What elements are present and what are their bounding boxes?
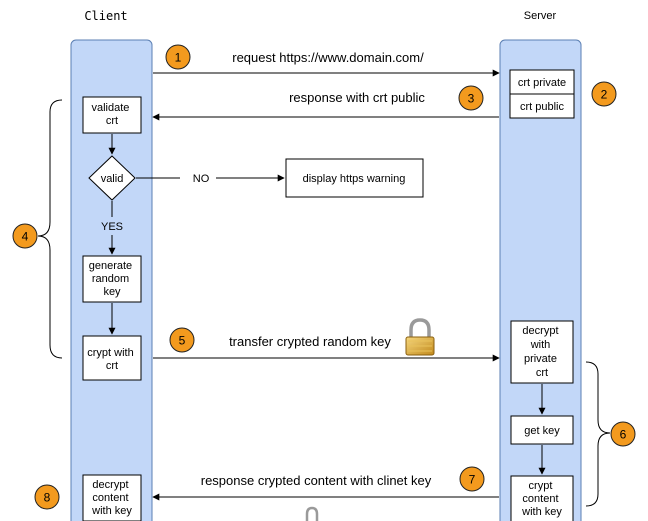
get-key-box xyxy=(510,415,574,445)
get-key-text: get key xyxy=(524,425,560,437)
step-badge-3: 3 xyxy=(458,85,484,111)
transfer-label: transfer crypted random key xyxy=(229,334,391,349)
generate-key-text: generate random key xyxy=(89,260,136,298)
svg-text:6: 6 xyxy=(620,428,627,442)
svg-text:8: 8 xyxy=(44,491,51,505)
response-crt-label: response with crt public xyxy=(289,90,425,105)
server-decrypt-box xyxy=(510,320,574,384)
valid-decision-diamond xyxy=(88,155,136,201)
yes-label: YES xyxy=(101,221,123,233)
validate-crt-box xyxy=(82,96,142,134)
crypt-with-crt-box xyxy=(82,335,142,381)
svg-text:1: 1 xyxy=(175,51,182,65)
response-content-label: response crypted content with clinet key xyxy=(201,473,432,488)
client-lane-label: Client xyxy=(84,9,127,23)
server-lane xyxy=(499,39,582,521)
server-decrypt-text: decrypt with private crt xyxy=(522,325,561,379)
step-badge-1: 1 xyxy=(165,44,191,70)
generate-key-box xyxy=(82,255,142,303)
request-label: request https://www.domain.com/ xyxy=(232,50,424,65)
validate-crt-text: validate crt xyxy=(92,102,133,127)
svg-text:2: 2 xyxy=(601,88,608,102)
crt-public-text: crt public xyxy=(520,101,565,113)
step-badge-4: 4 xyxy=(12,223,38,249)
step-badge-5: 5 xyxy=(169,327,195,353)
decrypt-content-text: decrypt content with key xyxy=(91,479,132,517)
crt-private-box xyxy=(509,69,575,95)
svg-text:5: 5 xyxy=(179,334,186,348)
server-lane-label: Server xyxy=(524,10,557,22)
no-label: NO xyxy=(193,173,210,185)
crt-public-box xyxy=(509,93,575,119)
svg-text:7: 7 xyxy=(469,473,476,487)
svg-text:4: 4 xyxy=(22,230,29,244)
server-crypt-text: crypt content with key xyxy=(521,480,562,518)
crypt-with-crt-text: crypt with crt xyxy=(87,347,137,372)
decrypt-content-box xyxy=(82,474,142,521)
padlock-shackle-icon xyxy=(305,506,319,521)
server-crypt-box xyxy=(510,475,574,521)
step-badge-6: 6 xyxy=(610,421,636,447)
right-curly-brace xyxy=(585,361,611,507)
left-curly-brace xyxy=(37,99,63,359)
svg-text:3: 3 xyxy=(468,92,475,106)
step-badge-2: 2 xyxy=(591,81,617,107)
https-warning-text: display https warning xyxy=(303,173,406,185)
padlock-icon xyxy=(405,318,435,356)
valid-decision-label: valid xyxy=(101,173,124,185)
step-badge-8: 8 xyxy=(34,484,60,510)
crt-private-text: crt private xyxy=(518,77,566,89)
https-warning-box xyxy=(285,158,424,198)
step-badge-7: 7 xyxy=(459,466,485,492)
